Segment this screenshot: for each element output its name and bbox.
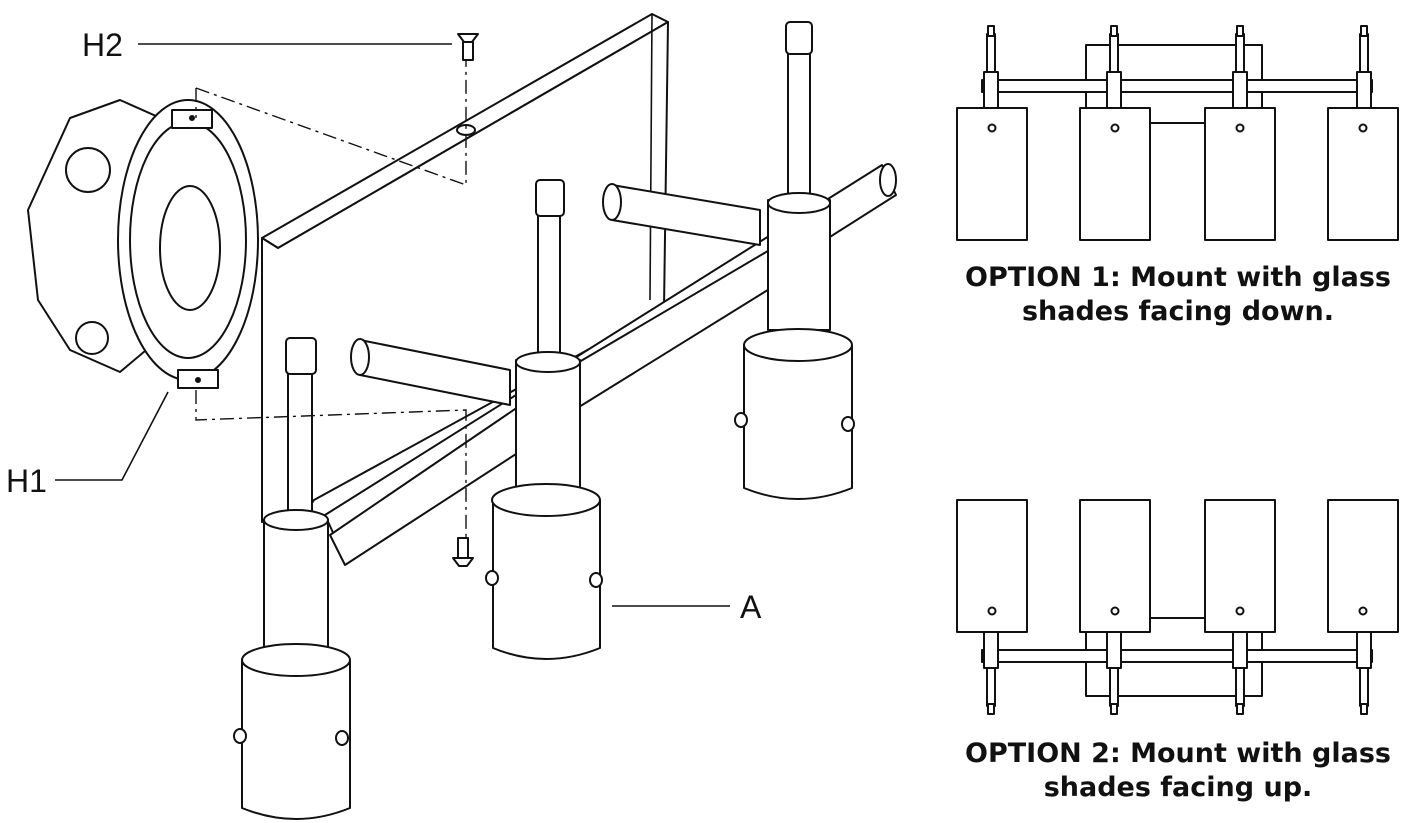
socket-front: [233, 337, 351, 820]
screw-h2: [457, 33, 479, 61]
alignment-lines: [195, 60, 467, 540]
label-a: A: [740, 589, 762, 625]
backplate: [261, 13, 669, 523]
option1-caption-line2: shades facing down.: [1022, 296, 1334, 327]
option2-caption-line2: shades facing up.: [1044, 772, 1313, 803]
label-h2: H2: [82, 27, 123, 63]
back-arm-2: [350, 338, 511, 406]
option1-caption-line1: OPTION 1: Mount with glass: [965, 262, 1391, 293]
label-h1: H1: [6, 463, 47, 499]
leader-lines: [55, 43, 730, 607]
socket-back: [734, 21, 855, 500]
option1-fixture: [956, 25, 1399, 241]
option2-fixture: [956, 499, 1399, 715]
socket-middle: [485, 179, 603, 660]
option2-caption-line1: OPTION 2: Mount with glass: [965, 738, 1391, 769]
junction-box: [27, 99, 259, 389]
screw-bottom: [452, 537, 474, 567]
back-arm-1: [602, 183, 761, 246]
fixture-assembly: [233, 13, 897, 820]
